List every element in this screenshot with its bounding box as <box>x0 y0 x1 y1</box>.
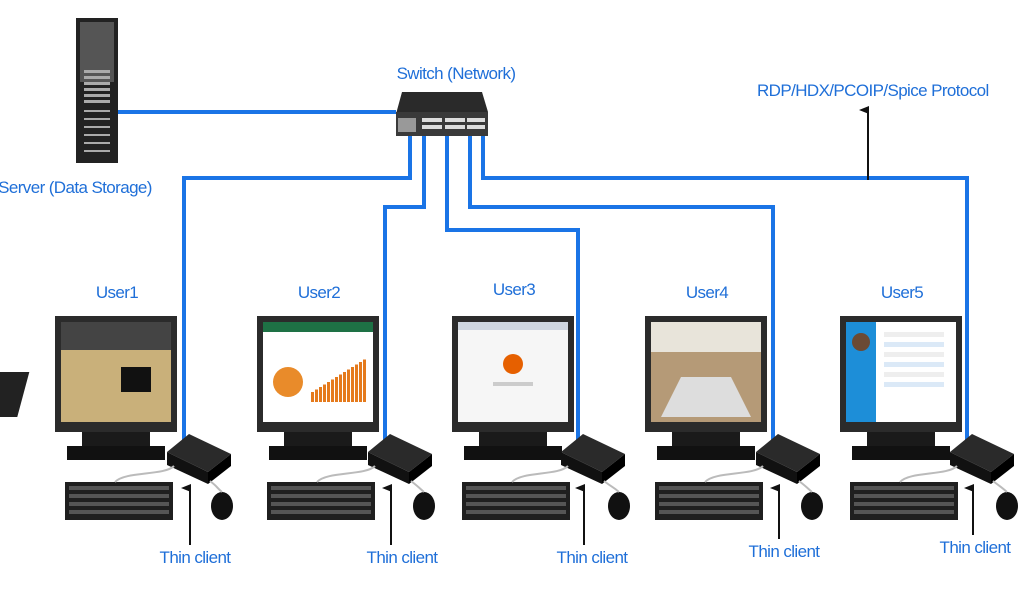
cable-mouse <box>992 480 1008 493</box>
cable-user1 <box>182 135 412 440</box>
cables <box>117 110 969 450</box>
cable-keyboard <box>899 465 958 483</box>
keyboard-icon <box>655 482 763 520</box>
server-label: Server (Data Storage) <box>0 178 152 197</box>
keyboard-icon <box>462 482 570 520</box>
cable-keyboard <box>316 465 376 483</box>
mouse-icon <box>996 492 1018 520</box>
cable-mouse <box>603 480 620 493</box>
keyboard-icon <box>65 482 173 520</box>
thin-client-icon <box>561 434 625 484</box>
monitor-icon <box>840 316 962 460</box>
thin-client-icon <box>756 434 820 484</box>
user-label: User1 <box>96 283 138 302</box>
screen-desk-photo <box>0 322 171 422</box>
user-label: User4 <box>686 283 728 302</box>
cable-keyboard <box>511 465 569 483</box>
keyboard-icon <box>850 482 958 520</box>
server-icon <box>76 18 118 163</box>
user-label: User3 <box>493 280 535 299</box>
switch-icon <box>396 92 488 136</box>
user-label: User5 <box>881 283 923 302</box>
screen-chat-app <box>846 322 956 422</box>
monitor-icon <box>257 316 379 460</box>
keyboard-icon <box>267 482 375 520</box>
cable-user3 <box>445 135 580 445</box>
cable-mouse <box>410 480 425 493</box>
mouse-icon <box>211 492 233 520</box>
thin-client-label: Thin client <box>749 542 821 561</box>
thin-client-icon <box>368 434 432 484</box>
monitor-icon <box>0 316 177 460</box>
thin-client-label: Thin client <box>940 538 1012 557</box>
thin-client-label: Thin client <box>557 548 629 567</box>
mouse-icon <box>413 492 435 520</box>
screen-spreadsheet <box>263 322 373 422</box>
thin-client-icon <box>950 434 1014 484</box>
cable-user4 <box>468 135 775 450</box>
screen-browser <box>458 322 568 422</box>
cable-keyboard <box>114 465 175 483</box>
monitor-icon <box>452 316 574 460</box>
thin-client-icon <box>167 434 231 484</box>
mouse-icon <box>608 492 630 520</box>
cable-user2 <box>383 135 426 440</box>
cable-user5 <box>481 135 969 440</box>
protocol-label: RDP/HDX/PCOIP/Spice Protocol <box>757 81 989 100</box>
cable-mouse <box>798 480 813 493</box>
mouse-icon <box>801 492 823 520</box>
cable-mouse <box>209 480 223 493</box>
switch-label: Switch (Network) <box>397 64 516 83</box>
thin-client-label: Thin client <box>160 548 232 567</box>
user-label: User2 <box>298 283 340 302</box>
thin-client-label: Thin client <box>367 548 439 567</box>
monitor-icon <box>645 316 767 460</box>
screen-meeting-room <box>651 322 761 422</box>
cable-keyboard <box>704 465 764 483</box>
